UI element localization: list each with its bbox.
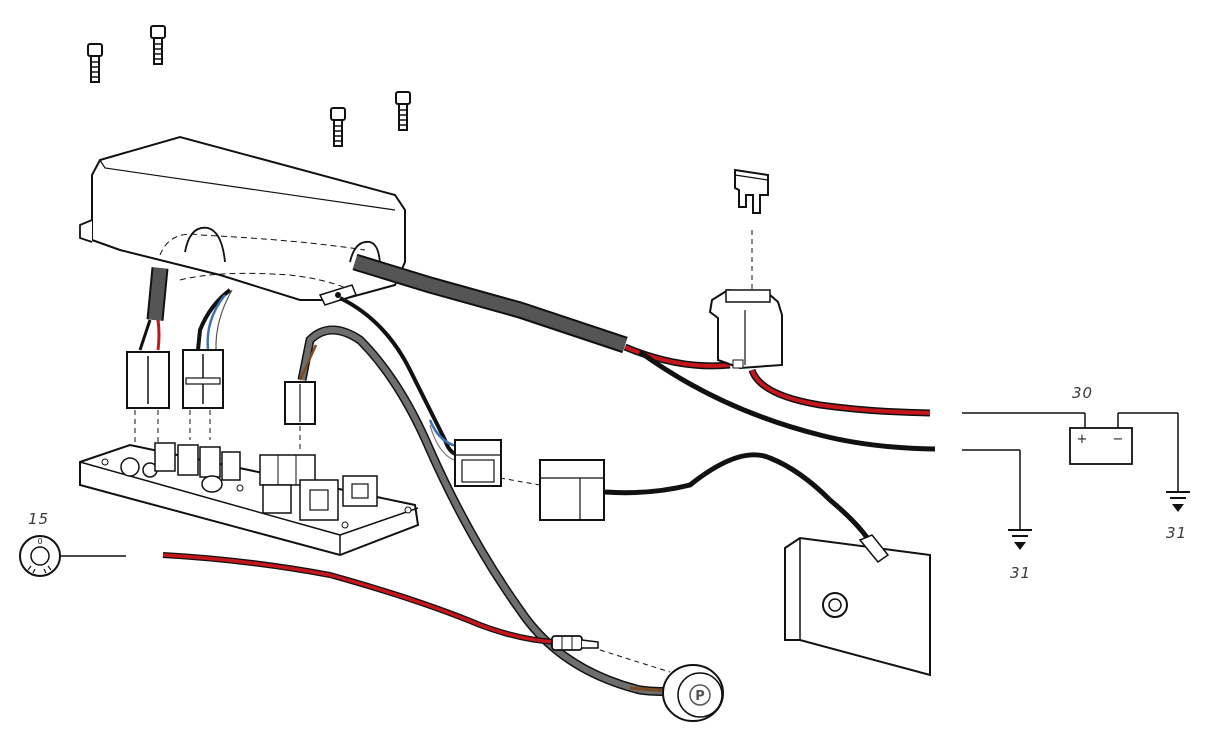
connector-left xyxy=(126,351,170,409)
connector-mid xyxy=(182,349,224,409)
circuit-board xyxy=(79,442,420,557)
screw-icon xyxy=(330,107,346,147)
connector-plug-right xyxy=(539,459,605,521)
screw-icon xyxy=(395,91,411,131)
battery-minus: − xyxy=(1113,432,1124,447)
ignition-switch-icon: 0 xyxy=(19,535,61,577)
actuator-housing xyxy=(784,534,931,677)
button-mark: P xyxy=(695,689,705,704)
label-31-left: 31 xyxy=(1010,564,1031,582)
ground-icon xyxy=(1008,529,1032,550)
wire-black-ground xyxy=(638,349,936,452)
label-30: 30 xyxy=(1072,384,1093,402)
battery-circuit xyxy=(962,412,1179,530)
connector-plug-left xyxy=(454,439,502,487)
screw-icon xyxy=(87,43,103,83)
push-button-icon: P xyxy=(551,635,724,722)
label-15: 15 xyxy=(28,510,49,528)
ignition-mark: 0 xyxy=(37,537,42,546)
screw-icon xyxy=(150,25,166,65)
ground-icon xyxy=(1166,491,1190,512)
fuse-icon xyxy=(734,168,769,214)
battery-plus: + xyxy=(1077,432,1088,447)
control-unit-cover xyxy=(79,135,406,306)
fuse-holder xyxy=(708,288,783,370)
connector-small xyxy=(284,381,316,425)
label-31-right: 31 xyxy=(1166,524,1187,542)
battery-icon: + − xyxy=(1069,427,1133,465)
